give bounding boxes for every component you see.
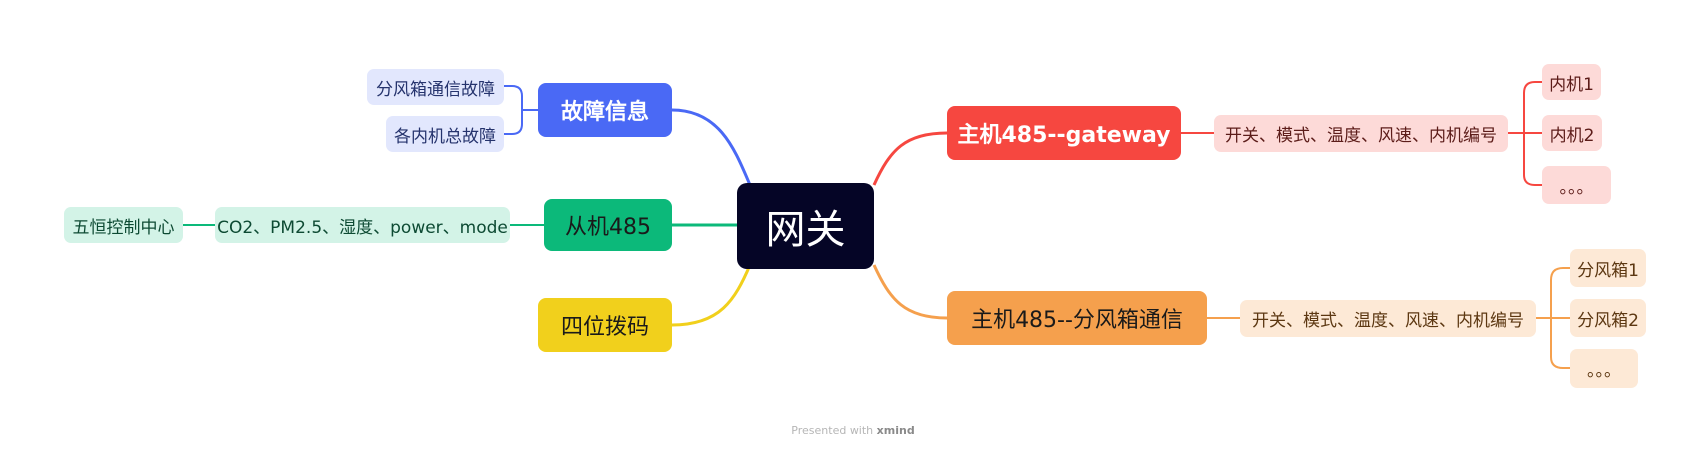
gateway-child-label: 开关、模式、温度、风速、内机编号 — [1225, 126, 1497, 146]
presented-with-footer: Presented with xmind — [0, 424, 1706, 437]
gateway-leaf-node[interactable]: 内机1 — [1542, 64, 1601, 100]
duct-branch-label: 主机485--分风箱通信 — [971, 308, 1183, 333]
footer-prefix: Presented with — [791, 424, 874, 437]
gateway-leaf-node[interactable]: 内机2 — [1542, 115, 1602, 151]
fault-branch-label: 故障信息 — [560, 100, 649, 125]
root-label: 网关 — [765, 207, 846, 253]
slave-child-node[interactable]: CO2、PM2.5、湿度、power、mode — [215, 207, 510, 243]
xmind-logo: xmind — [876, 424, 915, 437]
slave-grandchild-node[interactable]: 五恒控制中心 — [64, 207, 183, 243]
duct-leaf-node[interactable]: 分风箱1 — [1570, 249, 1646, 287]
gateway-leaf-label: 内机1 — [1549, 74, 1594, 95]
fault-branch-node[interactable]: 故障信息 — [538, 83, 672, 137]
connector-root-gateway — [872, 131, 948, 186]
fault-child-node[interactable]: 各内机总故障 — [386, 116, 504, 152]
gateway-child-node[interactable]: 开关、模式、温度、风速、内机编号 — [1214, 115, 1508, 152]
duct-leaf-label: 。。。 — [1587, 361, 1621, 381]
connector-root-fault — [671, 108, 752, 186]
gateway-branch-label: 主机485--gateway — [957, 123, 1171, 148]
gateway-leaf-label: 内机2 — [1549, 125, 1595, 146]
fault-child-node[interactable]: 分风箱通信故障 — [367, 69, 504, 105]
gateway-branch-node[interactable]: 主机485--gateway — [947, 106, 1181, 160]
connector-gateway-leaves — [1508, 81, 1542, 186]
dip-branch-node[interactable]: 四位拨码 — [538, 298, 672, 352]
connector-duct-leaves — [1536, 267, 1570, 369]
dip-branch-label: 四位拨码 — [560, 315, 649, 340]
duct-leaf-label: 分风箱1 — [1577, 260, 1639, 281]
connector-root-dip — [671, 264, 752, 327]
duct-child-node[interactable]: 开关、模式、温度、风速、内机编号 — [1240, 300, 1536, 337]
root-node[interactable]: 网关 — [737, 183, 874, 269]
fault-child-label: 分风箱通信故障 — [376, 79, 495, 100]
connector-fault-children — [504, 85, 538, 135]
slave-child-label: CO2、PM2.5、湿度、power、mode — [217, 217, 508, 238]
duct-leaf-node[interactable]: 分风箱2 — [1570, 299, 1646, 337]
duct-leaf-label: 分风箱2 — [1577, 310, 1639, 331]
gateway-leaf-label: 。。。 — [1559, 177, 1594, 198]
slave-branch-node[interactable]: 从机485 — [544, 199, 672, 251]
duct-branch-node[interactable]: 主机485--分风箱通信 — [947, 291, 1207, 345]
connector-root-duct — [872, 264, 948, 320]
slave-grandchild-label: 五恒控制中心 — [72, 217, 175, 238]
duct-leaf-node[interactable]: 。。。 — [1570, 349, 1638, 388]
fault-child-label: 各内机总故障 — [394, 126, 496, 147]
slave-branch-label: 从机485 — [565, 215, 651, 240]
gateway-leaf-node[interactable]: 。。。 — [1542, 166, 1611, 204]
duct-child-label: 开关、模式、温度、风速、内机编号 — [1252, 311, 1524, 331]
